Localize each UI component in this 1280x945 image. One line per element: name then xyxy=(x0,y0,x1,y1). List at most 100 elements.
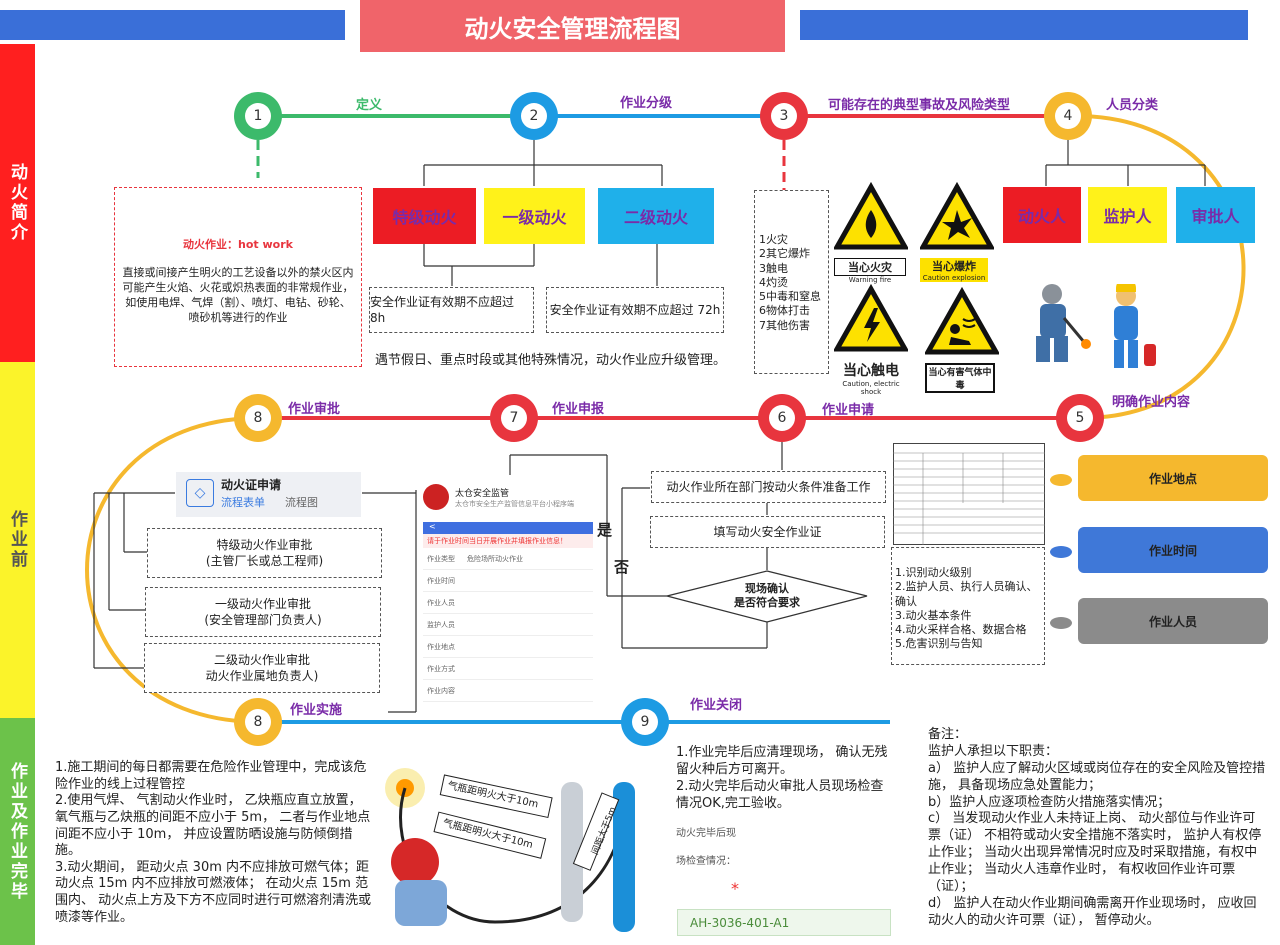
stage-8-circle: 8 xyxy=(234,394,282,442)
sign-electric-sub: Caution, electric shock xyxy=(842,380,900,396)
remarks-item-d: d） 监护人在动火作业期间确需离开作业现场时， 应收回动火人的动火许可票（证），… xyxy=(928,895,1257,928)
check-item: 5.危害识别与告知 xyxy=(895,637,983,651)
decision-no: 否 xyxy=(614,558,630,576)
approval-tab-chart[interactable]: 流程图 xyxy=(285,496,318,509)
remarks-intro: 监护人承担以下职责： xyxy=(928,743,1059,759)
level-special: 特级动火 xyxy=(373,188,476,244)
check-item: 2.监护人员、执行人员确认、确认 xyxy=(895,580,1038,608)
welding-safety-illustration-icon xyxy=(385,768,635,932)
work-permit-form-icon xyxy=(893,443,1045,545)
apply-step-prepare: 动火作业所在部门按动火条件准备工作 xyxy=(651,471,886,503)
approval-first: 一级动火作业审批 (安全管理部门负责人) xyxy=(145,587,381,637)
approval-special: 特级动火作业审批 (主管厂长或总工程师) xyxy=(147,528,382,578)
risk-item: 2其它爆炸 xyxy=(759,247,810,261)
implementation-item-1: 1.施工期间的每日都需要在危险作业管理中，完成该危险作业的线上过程管控 xyxy=(55,760,367,792)
stage-8b-label: 作业实施 xyxy=(290,703,343,718)
app-screenshot: 太仓安全监管 太仓市安全生产监管信息平台小程序端 < 请于作业时间当日开展作业并… xyxy=(423,478,593,702)
app-field-location[interactable]: 作业地点 xyxy=(423,636,593,658)
stage-3-label: 可能存在的典型事故及风险类型 xyxy=(828,98,1011,113)
app-logo-icon xyxy=(423,484,449,510)
app-notice: 请于作业时间当日开展作业并填报作业信息！ xyxy=(423,534,593,548)
risk-item: 3触电 xyxy=(759,261,788,275)
stage-6-circle: 6 xyxy=(758,394,806,442)
approval-first-line2: (安全管理部门负责人) xyxy=(204,613,322,627)
stage-1-circle: 1 xyxy=(234,92,282,140)
guardian-illustration-icon xyxy=(1114,284,1156,368)
app-header-bar: < xyxy=(423,522,593,534)
app-field-method[interactable]: 作业方式 xyxy=(423,658,593,680)
app-subtitle: 太仓市安全生产监管信息平台小程序端 xyxy=(455,499,574,508)
stage-2-circle: 2 xyxy=(510,92,558,140)
sign-electric-title: 当心触电 xyxy=(843,363,899,379)
person-worker: 动火人 xyxy=(1003,187,1081,243)
closing-form-label-1: 动火完毕后现 xyxy=(676,828,736,839)
sign-gas: 当心有害气体中毒 xyxy=(923,285,1001,393)
stage-7-circle: 7 xyxy=(490,394,538,442)
sign-fire-sub: Warning fire xyxy=(848,276,892,284)
app-field-guardians[interactable]: 监护人员 xyxy=(423,614,593,636)
content-item-location: 作业地点 xyxy=(1078,455,1268,501)
approval-special-line2: (主管厂长或总工程师) xyxy=(205,554,324,568)
approval-panel-title: 动火证申请 xyxy=(221,478,282,492)
person-guardian: 监护人 xyxy=(1088,187,1167,243)
upgrade-note: 遇节假日、重点时段或其他特殊情况，动火作业应升级管理。 xyxy=(375,353,727,368)
page-title: 动火安全管理流程图 xyxy=(360,0,785,52)
decision-line-1: 现场确认 xyxy=(745,582,789,595)
remarks-item-c: c） 当发现动火作业人未持证上岗、 动火部位与作业许可票（证） 不相符或动火安全… xyxy=(928,811,1262,895)
person-approver: 审批人 xyxy=(1176,187,1255,243)
approval-special-line1: 特级动火作业审批 xyxy=(216,537,313,552)
check-item: 4.动火采样合格、数据合格 xyxy=(895,623,1027,637)
stage-2-label: 作业分级 xyxy=(620,96,673,111)
decision-yes: 是 xyxy=(597,521,613,539)
fire-warning-icon xyxy=(832,181,910,250)
header-band-right xyxy=(800,10,1248,40)
approval-second-line1: 二级动火作业审批 xyxy=(213,652,310,667)
app-field-workers[interactable]: 作业人员 xyxy=(423,592,593,614)
approval-panel-icon: ◇ xyxy=(186,479,214,507)
approval-tab-form[interactable]: 流程表单 xyxy=(221,496,265,509)
validity-72h: 安全作业证有效期不应超过 72h xyxy=(546,287,724,333)
check-item: 3.动火基本条件 xyxy=(895,608,972,622)
check-item: 1.识别动火级别 xyxy=(895,566,972,579)
stage-8-label: 作业审批 xyxy=(288,402,341,417)
stage-5-label: 明确作业内容 xyxy=(1112,395,1191,410)
stage-4-label: 人员分类 xyxy=(1106,98,1159,113)
app-field-content[interactable]: 作业内容 xyxy=(423,680,593,702)
sign-explosion-title: 当心爆炸 xyxy=(920,258,988,274)
stage-4-circle: 4 xyxy=(1044,92,1092,140)
stage-3-circle: 3 xyxy=(760,92,808,140)
closing-form-required: * xyxy=(731,879,739,898)
risk-item: 7其他伤害 xyxy=(759,318,810,332)
app-field-time[interactable]: 作业时间 xyxy=(423,570,593,592)
welder-illustration-icon xyxy=(1036,284,1091,362)
content-dot-2 xyxy=(1050,546,1072,558)
definition-term: 动火作业：hot work xyxy=(183,238,293,251)
approval-first-line1: 一级动火作业审批 xyxy=(214,596,311,611)
sign-explosion: 当心爆炸 Caution explosion xyxy=(918,180,996,282)
remarks-item-b: b）监护人应逐项检查防火措施落实情况； xyxy=(928,794,1171,810)
closing-item-1: 1.作业完毕后应清理现场， 确认无残留火种后方可离开。 xyxy=(676,745,888,777)
side-label-during: 作业及作业完毕 xyxy=(0,718,35,945)
content-item-time: 作业时间 xyxy=(1078,527,1268,573)
content-dot-1 xyxy=(1050,474,1072,486)
sign-electric: 当心触电 Caution, electric shock xyxy=(832,282,910,396)
stage-6-label: 作业申请 xyxy=(822,403,875,418)
content-dot-3 xyxy=(1050,617,1072,629)
level-second: 二级动火 xyxy=(598,188,714,244)
decision-diamond xyxy=(666,570,868,623)
side-label-before: 作业前 xyxy=(0,362,35,718)
approval-second-line2: 动火作业属地负责人) xyxy=(205,669,319,683)
app-field-type[interactable]: 作业类型危险场所动火作业 xyxy=(423,548,593,570)
remarks-item-a: a） 监护人应了解动火区域或岗位存在的安全风险及管控措施， 具备现场应急处置能力… xyxy=(928,760,1266,793)
stage-1-label: 定义 xyxy=(356,98,383,113)
side-label-intro: 动火简介 xyxy=(0,44,35,362)
risk-item: 1火灾 xyxy=(759,233,788,246)
electric-shock-icon xyxy=(832,283,910,352)
stage-9-label: 作业关闭 xyxy=(690,698,743,713)
sign-explosion-sub: Caution explosion xyxy=(920,274,988,282)
sign-gas-title: 当心有害气体中毒 xyxy=(925,363,995,393)
closing-text: 1.作业完毕后应清理现场， 确认无残留火种后方可离开。 2.动火完毕后动火审批人… xyxy=(676,745,894,813)
stage-7-label: 作业申报 xyxy=(552,402,605,417)
definition-box: 动火作业：hot work 直接或间接产生明火的工艺设备以外的禁火区内可能产生火… xyxy=(114,187,362,367)
